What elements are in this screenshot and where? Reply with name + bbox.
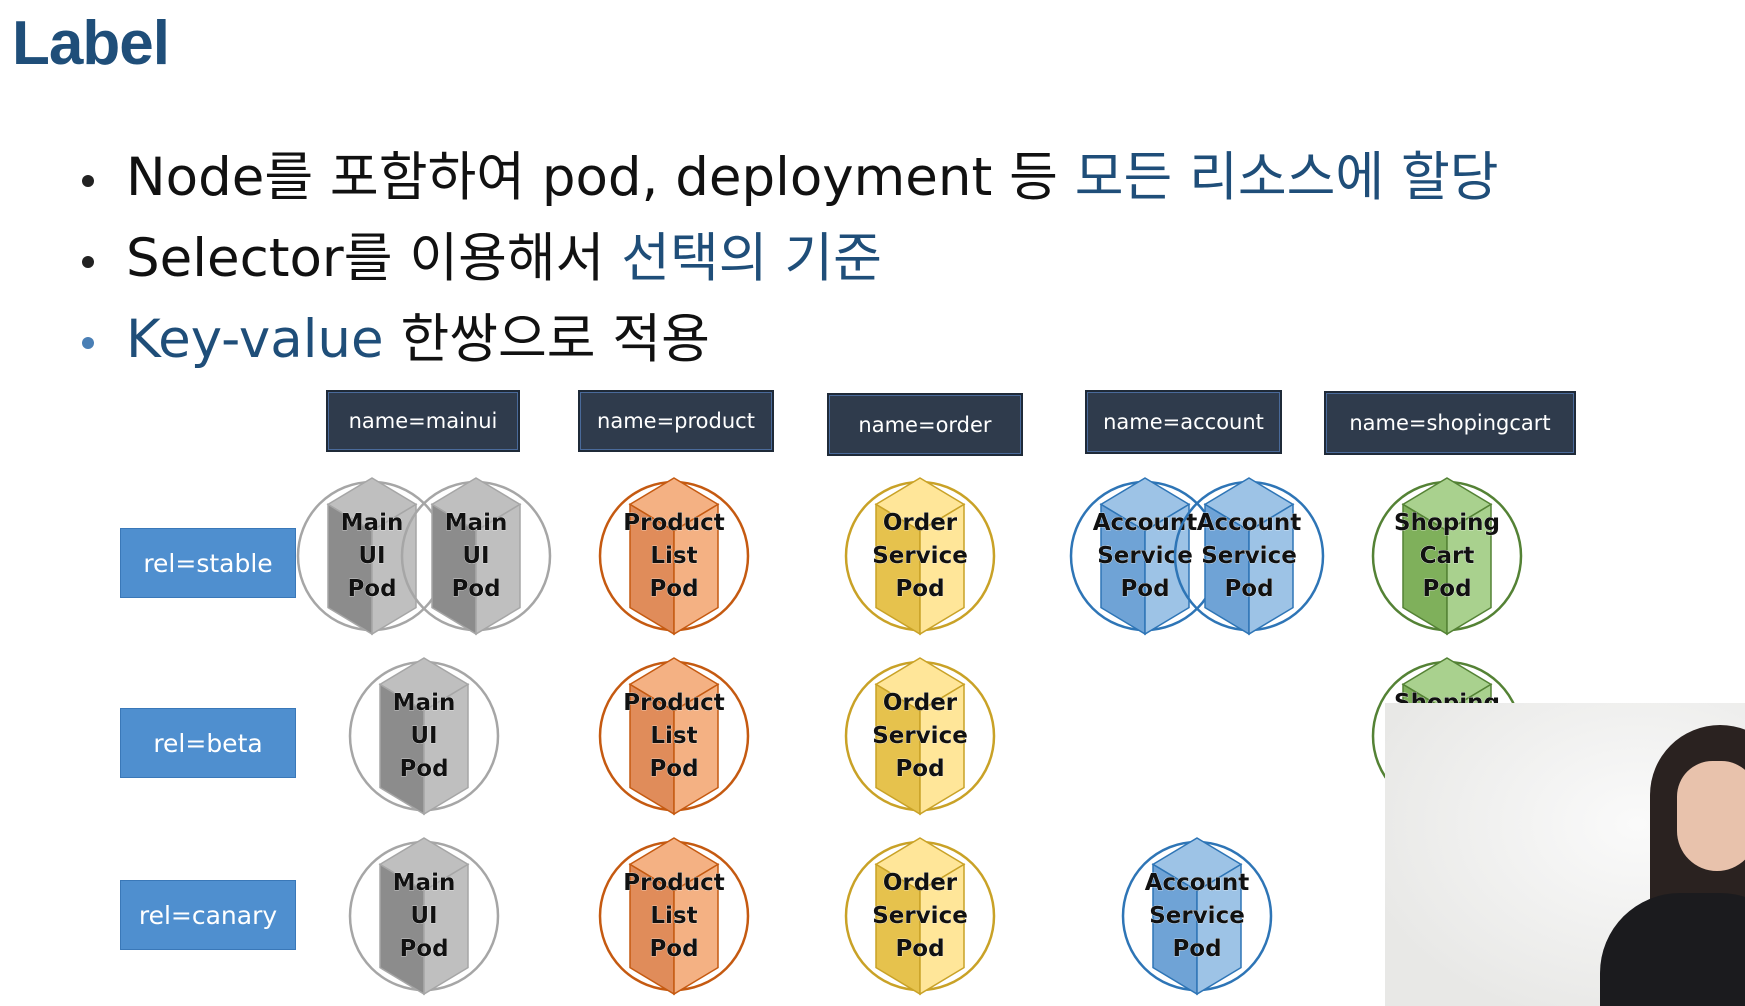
pod-label-line: Pod — [649, 576, 698, 602]
pod-label-line: Pod — [895, 756, 944, 782]
pod-label-line: Service — [1201, 543, 1297, 569]
pod-label-line: Pod — [1422, 576, 1471, 602]
pod-label-line: UI — [462, 543, 489, 569]
pod-label-line: UI — [410, 723, 437, 749]
pod-label-line: Pod — [895, 576, 944, 602]
pod-label-line: Cart — [1420, 543, 1475, 569]
pod-label-line: Pod — [649, 756, 698, 782]
presenter-video — [1385, 703, 1745, 1006]
pod-label-line: Order — [883, 690, 958, 716]
pod-label-line: Shoping — [1394, 510, 1500, 536]
pod-label-line: UI — [358, 543, 385, 569]
pod-label-line: Main — [393, 870, 456, 896]
pod-label-line: Pod — [895, 936, 944, 962]
pod-label-line: Order — [883, 870, 958, 896]
pod-label-line: Service — [872, 543, 968, 569]
pod-label-line: Account — [1197, 510, 1302, 536]
pod-label-line: Service — [1149, 903, 1245, 929]
pod-label-line: Main — [341, 510, 404, 536]
pod-label-line: Pod — [451, 576, 500, 602]
pod-label-line: Product — [623, 690, 724, 716]
pod-label-line: Main — [445, 510, 508, 536]
pod-label-line: Service — [872, 723, 968, 749]
pod-label-line: List — [650, 903, 697, 929]
pod-label-line: Pod — [1172, 936, 1221, 962]
pod-label-line: Pod — [649, 936, 698, 962]
pod-label-line: Product — [623, 510, 724, 536]
pod-label-line: Pod — [399, 936, 448, 962]
pod-label-line: UI — [410, 903, 437, 929]
pod-label-line: Pod — [1224, 576, 1273, 602]
pod-label-line: Pod — [347, 576, 396, 602]
pod-label-line: List — [650, 723, 697, 749]
pod-label-line: List — [650, 543, 697, 569]
pod-label-line: Account — [1145, 870, 1250, 896]
pod-label-line: Order — [883, 510, 958, 536]
pod-label-line: Main — [393, 690, 456, 716]
presenter-face — [1677, 761, 1745, 871]
pod-label-line: Pod — [399, 756, 448, 782]
pod-label-line: Pod — [1120, 576, 1169, 602]
pod-label-line: Service — [872, 903, 968, 929]
pod-label-line: Service — [1097, 543, 1193, 569]
pod-label-line: Product — [623, 870, 724, 896]
